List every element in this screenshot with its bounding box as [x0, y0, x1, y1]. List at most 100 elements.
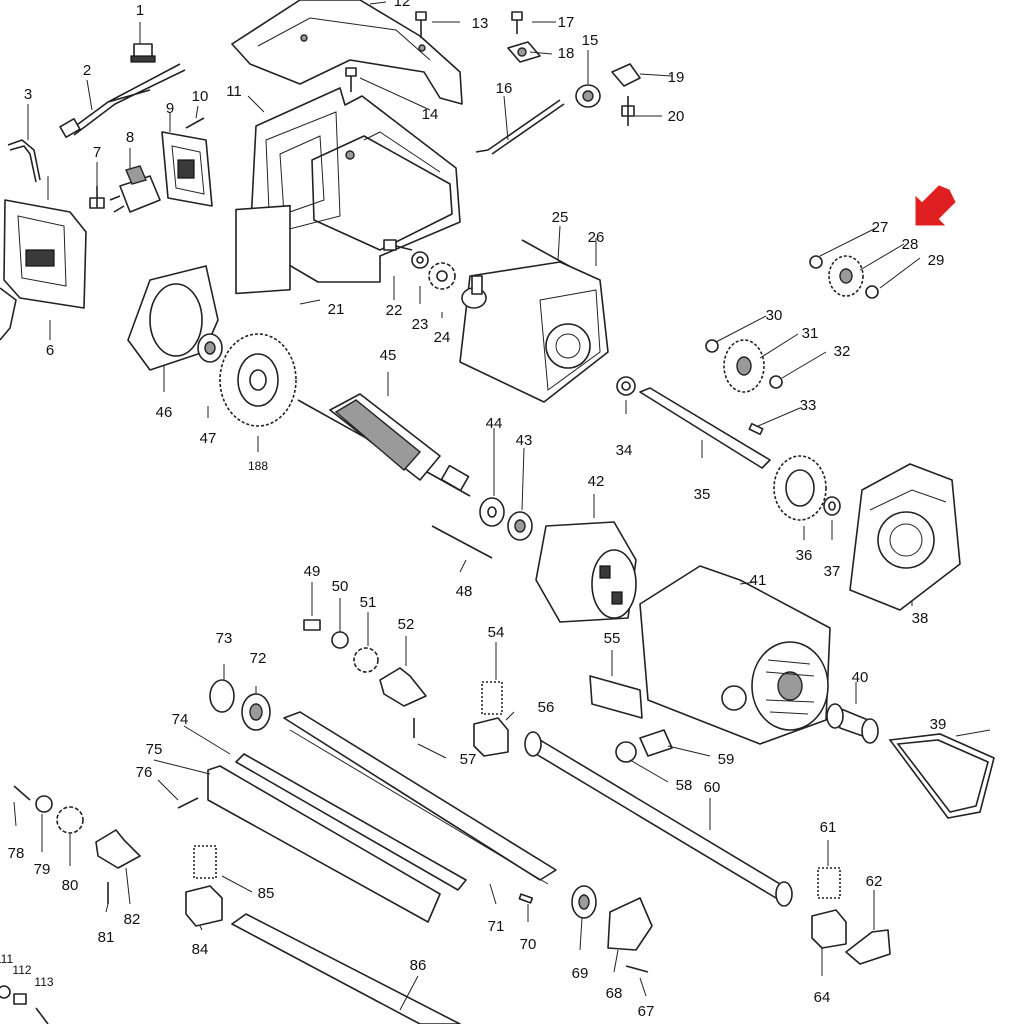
callout-26: 26 — [588, 229, 605, 246]
callout-29: 29 — [928, 252, 945, 269]
callout-18: 18 — [558, 45, 575, 62]
part-bracket-52 — [379, 667, 427, 707]
callout-10: 10 — [192, 88, 209, 105]
callout-43: 43 — [516, 432, 533, 449]
part-screw-78 — [13, 785, 31, 801]
callout-3: 3 — [24, 86, 32, 103]
callout-47: 47 — [200, 430, 217, 447]
callout-49: 49 — [304, 563, 321, 580]
part-bushing-15 — [575, 84, 601, 108]
callout-75: 75 — [146, 741, 163, 758]
leader-lines — [13, 1, 991, 1011]
part-cover-12 — [231, 0, 463, 105]
part-key-33 — [748, 422, 764, 436]
part-side-panel-6 — [0, 199, 87, 341]
callout-45: 45 — [380, 347, 397, 364]
callout-71: 71 — [488, 918, 505, 935]
part-switch-8 — [109, 165, 161, 213]
callout-11: 11 — [226, 83, 242, 100]
callout-74: 74 — [172, 711, 189, 728]
callout-82: 82 — [124, 911, 141, 928]
callout-19: 19 — [668, 69, 685, 86]
part-washer-23 — [411, 251, 429, 269]
part-star-washer-51 — [353, 647, 379, 673]
callout-31: 31 — [802, 325, 819, 342]
part-block-56 — [473, 717, 509, 757]
part-bearing-47 — [197, 333, 223, 363]
callout-41: 41 — [750, 572, 767, 589]
part-frame-9 — [161, 131, 213, 207]
part-bearing-69 — [571, 885, 597, 919]
part-housing-11 — [249, 87, 461, 283]
part-pin-70 — [518, 893, 534, 904]
part-screw-14 — [345, 67, 357, 92]
part-washer-79 — [35, 795, 53, 813]
part-motor-body-41 — [639, 565, 831, 745]
part-armature-45 — [297, 393, 471, 497]
part-gear-cover-38 — [849, 463, 961, 611]
callout-84: 84 — [192, 941, 209, 958]
part-gear-28 — [828, 255, 864, 297]
part-block-84 — [185, 885, 223, 927]
callout-68: 68 — [606, 985, 623, 1002]
callout-8: 8 — [126, 129, 134, 146]
part-washer-50 — [331, 631, 349, 649]
callout-20: 20 — [668, 108, 685, 125]
callout-61: 61 — [820, 819, 837, 836]
callout-38: 38 — [912, 610, 929, 627]
part-roller-86 — [231, 913, 461, 1024]
part-screw-22 — [383, 239, 413, 251]
part-clip-59 — [639, 729, 673, 757]
callout-112: 112 — [12, 963, 31, 977]
callout-67: 67 — [638, 1003, 655, 1020]
callout-86: 86 — [410, 957, 427, 974]
part-pulley-40 — [826, 703, 879, 744]
part-washer-29 — [865, 285, 879, 299]
callout-23: 23 — [412, 316, 429, 333]
red-arrow-icon — [915, 185, 956, 226]
part-bearing-72 — [241, 693, 271, 731]
callout-54: 54 — [488, 624, 505, 641]
part-gear-31 — [723, 339, 765, 393]
part-bracket-82 — [95, 829, 141, 869]
part-label-21 — [235, 204, 291, 295]
callout-111: 111 — [0, 952, 13, 966]
callout-76: 76 — [136, 764, 153, 781]
callout-25: 25 — [552, 209, 569, 226]
part-cord-2 — [59, 63, 186, 138]
part-gear-housing-26 — [459, 261, 609, 403]
part-star-washer-80 — [56, 806, 84, 834]
callout-50: 50 — [332, 578, 349, 595]
part-clip-19 — [611, 63, 641, 87]
part-hook-3 — [7, 139, 41, 183]
part-bolt-48 — [431, 525, 493, 559]
callout-78: 78 — [8, 845, 25, 862]
callout-28: 28 — [902, 236, 919, 253]
part-clamp-18 — [507, 41, 541, 63]
callout-81: 81 — [98, 929, 115, 946]
callout-60: 60 — [704, 779, 721, 796]
part-field-42 — [535, 521, 637, 623]
callout-64: 64 — [814, 989, 831, 1006]
callout-70: 70 — [520, 936, 537, 953]
part-spring-54 — [481, 681, 503, 715]
part-screw-49 — [303, 619, 321, 631]
callout-52: 52 — [398, 616, 415, 633]
part-baffle-46 — [127, 265, 219, 371]
callout-24: 24 — [434, 329, 451, 346]
callout-9: 9 — [166, 100, 174, 117]
part-fan-188 — [219, 333, 297, 427]
part-cutter-drum-71 — [283, 711, 557, 885]
callout-69: 69 — [572, 965, 589, 982]
part-washer-44 — [479, 497, 505, 527]
part-drawings — [0, 0, 995, 1024]
part-star-washer-24 — [428, 262, 456, 290]
callout-12: 12 — [394, 0, 411, 10]
callout-42: 42 — [588, 473, 605, 490]
part-spring-85 — [193, 845, 217, 879]
callout-labels: 1 2 3 6 7 8 9 10 11 12 13 14 15 16 17 18… — [0, 0, 946, 1020]
callout-48: 48 — [456, 583, 473, 600]
callout-39: 39 — [930, 716, 947, 733]
part-small-fasteners-111-113 — [0, 985, 49, 1024]
